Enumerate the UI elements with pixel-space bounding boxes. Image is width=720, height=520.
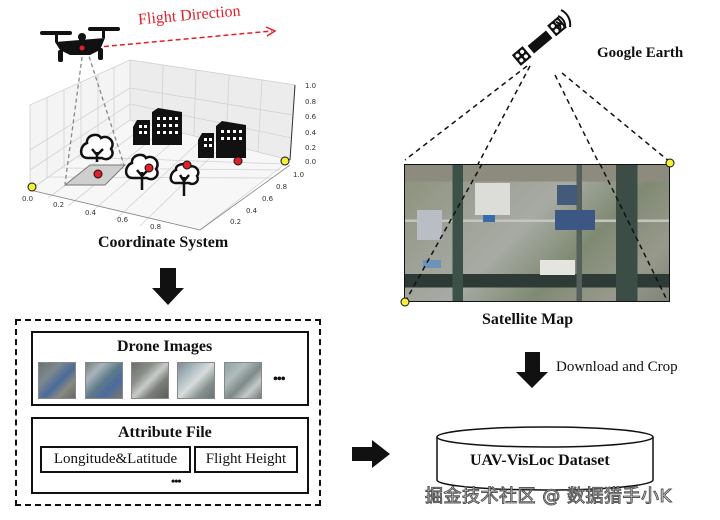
corner-marker: [665, 158, 675, 168]
y-tick: 0.4: [246, 207, 258, 215]
drone-images-box: [31, 331, 309, 406]
y-tick: 0.6: [262, 195, 274, 203]
y-tick: 1.0: [293, 171, 305, 179]
watermark: 掘金技术社区 @ 数据猎手小K: [425, 486, 672, 508]
corner-marker: [400, 297, 410, 307]
arrow-head-icon: [265, 26, 277, 37]
z-tick: 0.6: [305, 113, 317, 121]
view-line-right: [86, 49, 125, 166]
field-longitude-latitude: Longitude&Latitude: [40, 446, 191, 473]
satellite-map-title: Satellite Map: [482, 311, 574, 328]
dataset-label: UAV-VisLoc Dataset: [470, 452, 610, 469]
flight-direction-arrow: [87, 30, 273, 49]
signal-icon: [555, 9, 572, 31]
y-tick: 0.8: [276, 183, 288, 191]
x-tick: 0.0: [22, 195, 34, 203]
drone-image-thumbnail: [224, 362, 262, 399]
z-tick: 0.2: [305, 144, 317, 152]
x-tick: 0.4: [85, 209, 97, 217]
y-axis: [199, 164, 291, 231]
drone-image-thumbnail: [177, 362, 215, 399]
attribute-file-title: Attribute File: [118, 424, 212, 441]
drone-position-marker: [79, 45, 85, 51]
attribute-file-box: [31, 417, 309, 494]
drone-data-container: [15, 319, 321, 506]
x-tick: 0.2: [53, 201, 65, 209]
x-tick: 0.6: [117, 216, 129, 224]
z-axis: [289, 84, 296, 161]
z-tick: 0.4: [305, 129, 317, 137]
satellite-map-image: [404, 164, 670, 302]
corner-marker: [27, 182, 37, 192]
google-earth-label: Google Earth: [597, 45, 684, 61]
drone-image-thumbnail: [85, 362, 123, 399]
tree-icon: [79, 133, 114, 162]
arrow-down-icon: [152, 268, 184, 305]
arrow-down-icon: [516, 352, 548, 388]
view-line-left: [64, 49, 84, 185]
x-tick: 0.8: [150, 223, 162, 231]
drone-image-thumbnail: [38, 362, 76, 399]
corner-marker: [280, 156, 290, 166]
download-crop-label: Download and Crop: [556, 359, 678, 375]
dataset-cylinder-icon: [436, 426, 654, 491]
x-axis: [29, 189, 201, 231]
drone-image-thumbnail: [131, 362, 169, 399]
tree-icon: [124, 153, 159, 190]
arrow-right-icon: [352, 440, 390, 468]
z-tick: 0.8: [305, 98, 317, 106]
more-fields-ellipsis: •••: [171, 474, 182, 488]
satellite-icon: [511, 16, 567, 66]
field-flight-height: Flight Height: [194, 446, 298, 473]
location-marker-icon: [93, 156, 243, 179]
more-images-ellipsis: •••: [273, 372, 286, 387]
drone-images-title: Drone Images: [117, 338, 213, 355]
coordinate-system-title: Coordinate System: [98, 234, 229, 251]
y-tick: 0.2: [230, 218, 242, 226]
z-tick: 0.0: [305, 158, 317, 166]
z-tick: 1.0: [305, 82, 317, 90]
